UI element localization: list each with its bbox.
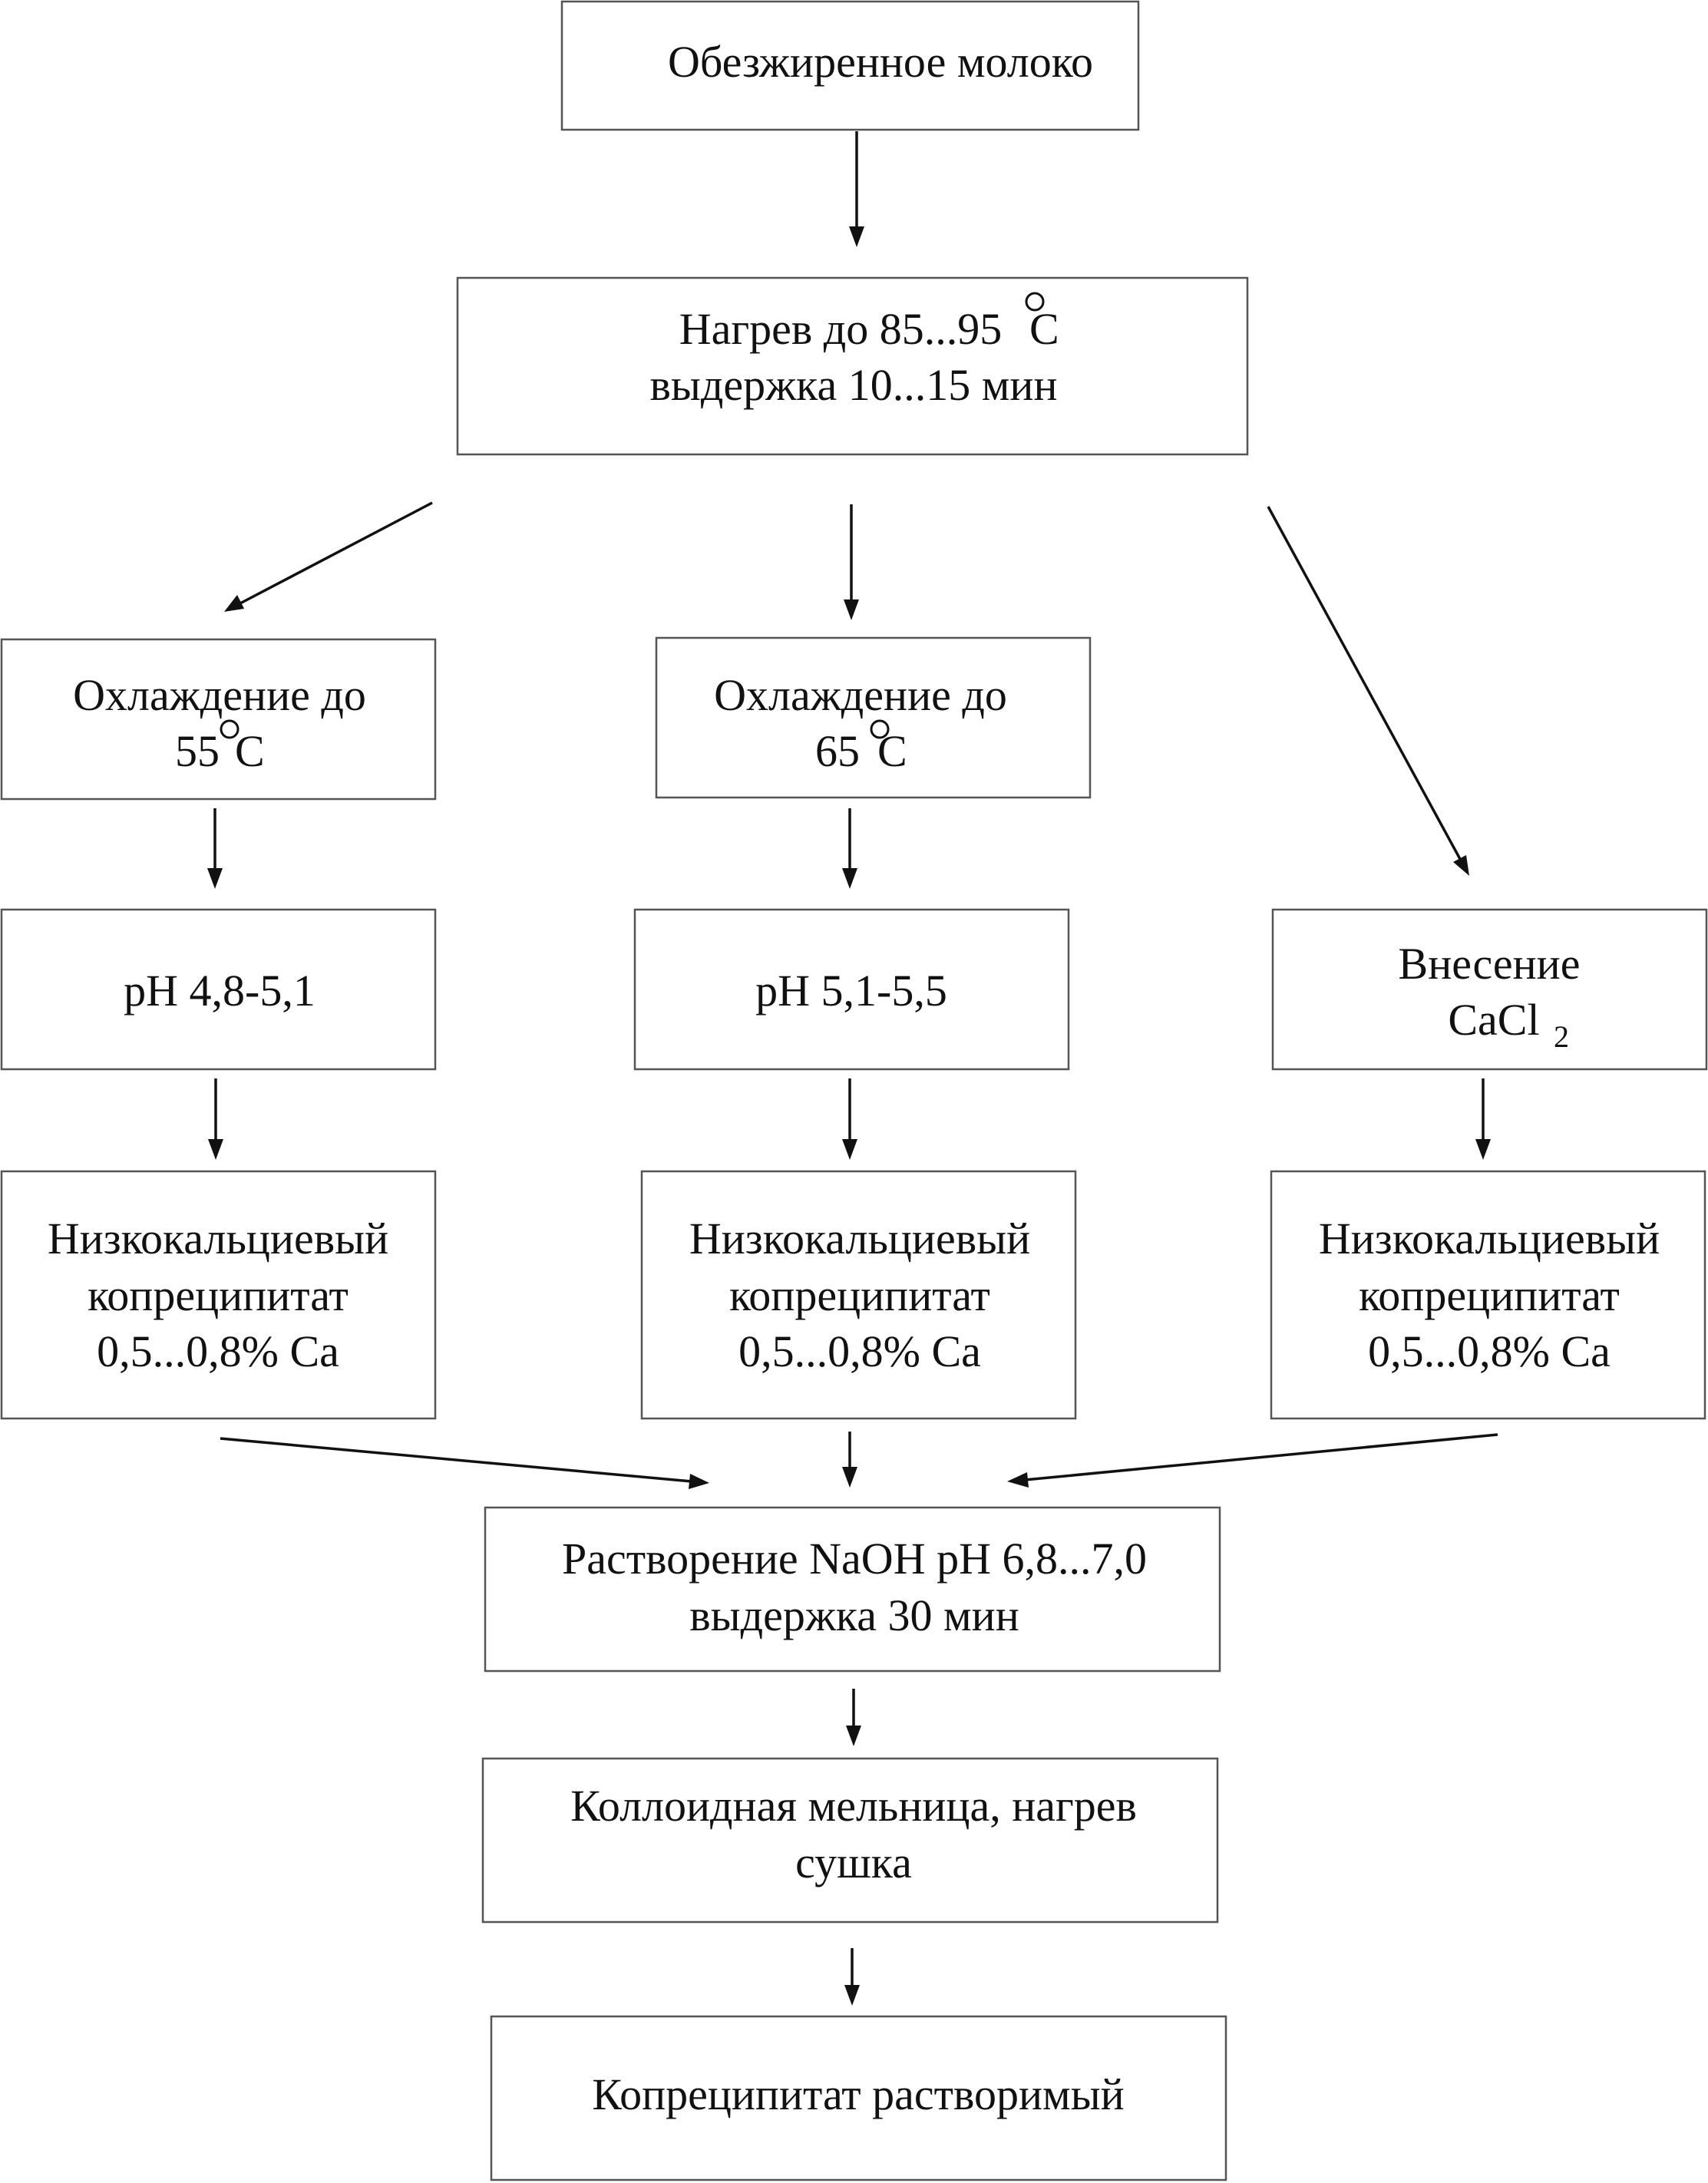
arrow-lowca-right-to-dissolve xyxy=(1007,1433,1498,1488)
node-lowca-left-line-1: Низкокальциевый xyxy=(48,1214,388,1263)
degree-icon xyxy=(870,719,890,739)
node-ph-mid: pH 5,1-5,5 xyxy=(633,908,1070,1071)
arrow-lowca-left-to-dissolve xyxy=(220,1437,709,1489)
node-lowca-right-line-3: 0,5...0,8% Ca xyxy=(1368,1326,1611,1376)
arrow-mill-to-soluble xyxy=(844,1948,860,2006)
node-dissolve-line-1: Растворение NaOH pH 6,8...7,0 xyxy=(562,1534,1147,1584)
node-mill: Коллоидная мельница, нагрев сушка xyxy=(481,1757,1219,1924)
node-dissolve: Растворение NaOH pH 6,8...7,0 выдержка 3… xyxy=(484,1506,1221,1673)
arrow-cool55-to-ph-left xyxy=(207,808,223,889)
node-skim-milk: Обезжиренное молоко xyxy=(560,0,1140,131)
node-cool-65-line-2: 65 xyxy=(815,726,860,776)
arrow-heating-to-cool55 xyxy=(224,501,433,612)
arrow-cacl2-to-lowca-right xyxy=(1475,1078,1491,1160)
node-lowca-left-line-2: копреципитат xyxy=(88,1270,349,1320)
node-skim-milk-line-1: Обезжиренное молоко xyxy=(668,37,1093,87)
node-dissolve-line-2: выдержка 30 мин xyxy=(689,1590,1019,1640)
node-cool-65-unit: С xyxy=(877,726,907,776)
node-cool-55-line-1: Охлаждение до xyxy=(73,670,366,720)
arrow-heating-to-cacl2 xyxy=(1267,506,1469,876)
node-lowca-right-line-2: копреципитат xyxy=(1359,1270,1620,1320)
node-cacl2-line-2: CaCl xyxy=(1448,995,1539,1045)
node-lowca-right: Низкокальциевый копреципитат 0,5...0,8% … xyxy=(1270,1170,1706,1420)
node-heating-unit: С xyxy=(1029,304,1059,354)
node-lowca-left: Низкокальциевый копреципитат 0,5...0,8% … xyxy=(0,1170,437,1420)
node-cacl2-line-1: Внесение xyxy=(1399,939,1581,989)
node-cool-65: Охлаждение до 65 С xyxy=(655,636,1092,799)
node-lowca-right-line-1: Низкокальциевый xyxy=(1319,1214,1660,1263)
degree-icon xyxy=(1025,292,1045,312)
node-cacl2: Внесение CaCl 2 xyxy=(1271,908,1708,1071)
node-heating-line-1: Нагрев до 85...95 xyxy=(679,304,1003,354)
node-mill-line-2: сушка xyxy=(795,1838,912,1887)
node-cool-55-unit: С xyxy=(235,726,265,776)
node-ph-left-line-1: pH 4,8-5,1 xyxy=(124,966,316,1016)
arrow-dissolve-to-mill xyxy=(846,1689,861,1746)
arrow-ph-left-to-lowca-left xyxy=(208,1078,223,1160)
node-lowca-mid-line-3: 0,5...0,8% Ca xyxy=(738,1326,981,1376)
arrow-heating-to-cool65 xyxy=(844,504,859,620)
node-lowca-left-line-3: 0,5...0,8% Ca xyxy=(97,1326,339,1376)
node-lowca-mid-line-1: Низкокальциевый xyxy=(689,1214,1030,1263)
node-soluble-line-1: Копреципитат растворимый xyxy=(592,2069,1124,2119)
node-heating-line-2: выдержка 10...15 мин xyxy=(649,360,1057,410)
node-cacl2-subscript: 2 xyxy=(1554,1019,1569,1054)
degree-icon xyxy=(220,719,240,739)
arrow-cool65-to-ph-mid xyxy=(842,808,857,889)
node-ph-left: pH 4,8-5,1 xyxy=(0,908,437,1071)
node-ph-mid-line-1: pH 5,1-5,5 xyxy=(755,966,947,1016)
node-soluble: Копреципитат растворимый xyxy=(490,2015,1227,2181)
node-heating: Нагрев до 85...95 С выдержка 10...15 мин xyxy=(456,276,1249,456)
arrow-ph-mid-to-lowca-mid xyxy=(842,1078,857,1160)
node-lowca-mid: Низкокальциевый копреципитат 0,5...0,8% … xyxy=(640,1170,1077,1420)
node-lowca-mid-line-2: копреципитат xyxy=(729,1270,990,1320)
arrow-lowca-mid-to-dissolve xyxy=(842,1432,857,1488)
node-mill-line-1: Коллоидная мельница, нагрев xyxy=(570,1781,1137,1831)
node-cool-55: Охлаждение до 55 С xyxy=(0,638,437,801)
node-cool-55-line-2: 55 xyxy=(175,726,220,776)
node-cool-65-line-1: Охлаждение до xyxy=(714,670,1007,720)
arrow-skim-to-heating xyxy=(849,131,864,247)
